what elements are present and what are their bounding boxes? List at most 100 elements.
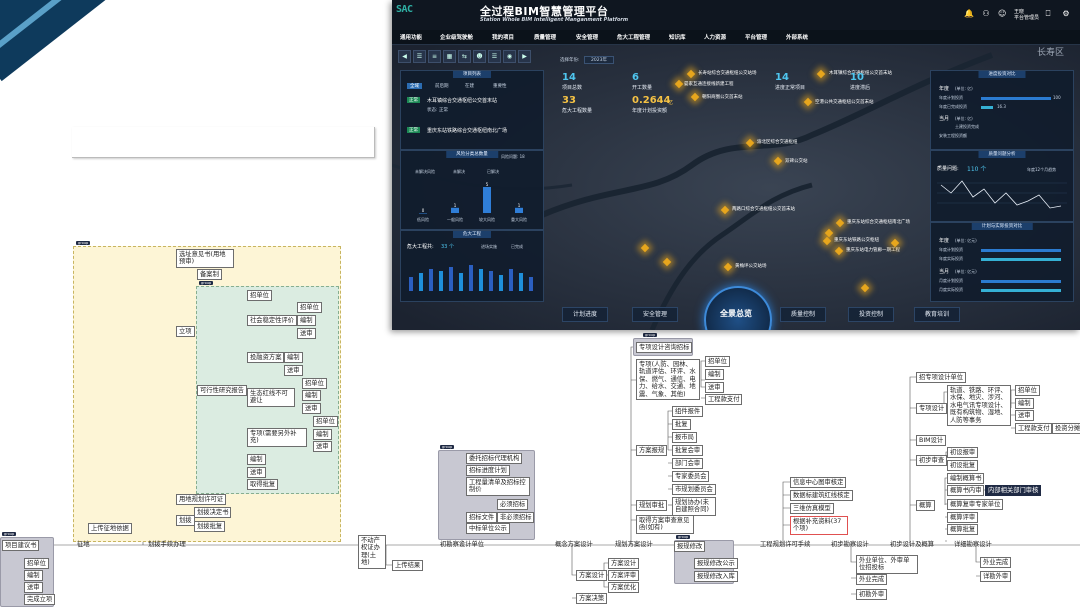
year-select[interactable]: 2023年 <box>584 56 614 64</box>
mindmap-node[interactable]: 编制 <box>247 454 266 466</box>
mindmap-node[interactable]: 送审 <box>284 365 303 377</box>
mindmap-node[interactable]: 送审 <box>297 328 316 340</box>
mindmap-node[interactable]: 委托招标代理机构 <box>466 453 523 465</box>
mindmap-node[interactable]: 招单位 <box>247 290 272 302</box>
mindmap-node[interactable]: 用地规划许可证 <box>176 494 227 506</box>
project-name[interactable]: 重庆东站铁路综合交通枢纽南北广场 <box>427 128 508 134</box>
mindmap-node[interactable]: 投融资方案 <box>247 352 285 364</box>
mindmap-node[interactable]: 初步审查 <box>916 455 948 467</box>
mindmap-node[interactable]: 送审 <box>705 382 724 394</box>
mindmap-node[interactable]: 概算批复 <box>947 524 979 536</box>
mindmap-node[interactable]: BIM设计 <box>916 435 947 447</box>
mindmap-node-detail-survey[interactable]: 详细勘察设计 <box>954 541 992 548</box>
mindmap-node[interactable]: 取得方案审查意见函(如有) <box>636 515 694 534</box>
mindmap-node[interactable]: 方案设计 <box>576 570 608 582</box>
mindmap-node[interactable]: 报市局 <box>672 432 697 444</box>
mindmap-node[interactable]: 方案评审 <box>608 570 640 582</box>
mindmap-node[interactable]: 初设报审 <box>947 447 979 459</box>
project-tab[interactable]: 全域 <box>407 83 422 89</box>
mindmap-node[interactable]: 规划协办(未自建照合同) <box>672 497 716 516</box>
monitor-icon[interactable]: ⎕ <box>1045 9 1051 18</box>
mindmap-node[interactable]: 招标文件 <box>466 512 498 524</box>
mindmap-node[interactable]: 方案优化 <box>608 582 640 594</box>
back-icon[interactable]: ◀ <box>398 50 411 63</box>
nav-tab[interactable]: 计划进度 <box>562 307 609 322</box>
filter-icon[interactable]: ⇆ <box>458 50 471 63</box>
layers-icon[interactable]: ☰ <box>413 50 426 63</box>
project-tab[interactable]: 在建 <box>465 84 474 89</box>
mindmap-node[interactable]: 送审 <box>247 467 266 479</box>
mindmap-node[interactable]: 必须招标 <box>497 499 529 511</box>
mindmap-node-concept[interactable]: 概念方案设计 <box>555 541 593 548</box>
mindmap-node[interactable]: 初勘外审 <box>856 589 888 601</box>
mindmap-node[interactable]: 报规修改入库 <box>694 571 738 583</box>
mindmap-node[interactable]: 工程款支付 <box>705 394 743 406</box>
mindmap-node[interactable]: 招单位 <box>1015 385 1040 397</box>
mindmap-node[interactable]: 备案制 <box>197 269 222 281</box>
mindmap-node[interactable]: 专项(需要另外补充) <box>247 428 307 447</box>
mindmap-node-survey-bid[interactable]: 初勘察设计单位 <box>440 541 485 548</box>
mindmap-node[interactable]: 外业单位、外审单位招投标 <box>856 555 918 574</box>
menu-icon[interactable]: ☰ <box>488 50 501 63</box>
mindmap-node[interactable]: 可行性研究报告 <box>197 385 248 397</box>
mindmap-node[interactable]: 送审 <box>1015 410 1034 422</box>
mindmap-node[interactable]: 上传结果 <box>392 560 424 572</box>
mindmap-node[interactable]: 报规修改 <box>674 541 706 553</box>
mindmap-node[interactable]: 方案设计 <box>608 558 640 570</box>
menu-item[interactable]: 人力资源 <box>704 35 727 41</box>
mindmap-node[interactable]: 完成立项 <box>24 594 56 606</box>
mindmap-node[interactable]: 概算 <box>916 500 935 512</box>
mindmap-node[interactable]: 三维仿真模型 <box>790 503 834 515</box>
mindmap-root[interactable]: 项目建议书 <box>2 540 40 552</box>
mindmap-node[interactable]: 报规修改公示 <box>694 558 738 570</box>
settings-icon[interactable]: ⚙ <box>1062 9 1070 18</box>
mindmap-node[interactable]: 中标单位公示 <box>466 523 510 535</box>
menu-item[interactable]: 质量管理 <box>534 35 557 41</box>
mindmap-node[interactable]: 选址意见书(用地预审) <box>176 249 234 268</box>
mindmap-node-callout[interactable]: 内部相关部门审核 <box>985 485 1042 497</box>
menu-item[interactable]: 企业级驾驶舱 <box>440 35 474 41</box>
mindmap-node-land[interactable]: 征地 <box>77 541 90 548</box>
mindmap-node[interactable]: 外业完成 <box>856 574 888 586</box>
mindmap-node-prelim-survey[interactable]: 初步勘察设计 <box>831 541 869 548</box>
mindmap-node[interactable]: 批复 <box>672 419 691 431</box>
mindmap-node[interactable]: 专家委员会 <box>672 471 710 483</box>
mindmap-node[interactable]: 轨道、铁路、环评、水保、地灾、涉河、水电气讯专项设计、既有构筑物、湿地、人防等事… <box>947 385 1011 427</box>
menu-item[interactable]: 安全管理 <box>576 35 599 41</box>
mindmap-node[interactable]: 专项设计 <box>916 403 948 415</box>
user-icon[interactable]: ☻ <box>473 50 486 63</box>
mindmap-node[interactable]: 规划审批 <box>636 500 668 512</box>
mindmap-node[interactable]: 招专项设计单位 <box>916 372 967 384</box>
mindmap-node[interactable]: 专项(人防、园林、轨道评估、环评、水保、燃气、通信、电力、给水、交通、地震、气象… <box>636 359 700 401</box>
mindmap-node[interactable]: 概算评审 <box>947 512 979 524</box>
nav-tab[interactable]: 质量控制 <box>780 307 827 322</box>
mindmap-node[interactable]: 立项 <box>176 326 195 338</box>
mindmap-node[interactable]: 初设批复 <box>947 460 979 472</box>
menu-item[interactable]: 通用功能 <box>400 35 423 41</box>
mindmap-node[interactable]: 招单位 <box>302 378 327 390</box>
user-info[interactable]: 王晓 平台管理员 <box>1014 9 1039 21</box>
project-name[interactable]: 木耳镇综合交通枢纽公交首末站 <box>427 98 498 104</box>
mindmap-node[interactable]: 批复会审 <box>672 445 704 457</box>
mindmap-node[interactable]: 专项设计咨询招标 <box>636 342 693 354</box>
mindmap-node[interactable]: 编制 <box>24 570 43 582</box>
mindmap-node-allocation[interactable]: 划拨手续办理 <box>148 541 186 548</box>
mindmap-node[interactable]: 送审 <box>313 441 332 453</box>
nav-tab[interactable]: 教育培训 <box>914 307 961 322</box>
mindmap-node[interactable]: 数据标建筑红线核定 <box>790 490 853 502</box>
mindmap-node[interactable]: 外业完成 <box>980 557 1012 569</box>
mindmap-node[interactable]: 取得批复 <box>247 479 279 491</box>
mindmap-node[interactable]: 根据补充资料(37个项) <box>790 516 848 535</box>
mindmap-node[interactable]: 概算书内审 <box>947 485 985 497</box>
menu-item[interactable]: 危大工程管理 <box>617 35 651 41</box>
mindmap-node[interactable]: 方案报规 <box>636 445 668 457</box>
nav-tab[interactable]: 投资控制 <box>848 307 895 322</box>
mindmap-node-plan[interactable]: 规划方案设计 <box>615 541 653 548</box>
mindmap-node[interactable]: 送审 <box>302 403 321 415</box>
menu-item[interactable]: 外部系统 <box>786 35 809 41</box>
mindmap-node[interactable]: 编制 <box>302 390 321 402</box>
mindmap-node[interactable]: 市规划委员会 <box>672 484 716 496</box>
nav-tab[interactable]: 安全管理 <box>632 307 679 322</box>
mindmap-node[interactable]: 工程款支付 <box>1015 423 1053 435</box>
grid-icon[interactable]: ▦ <box>443 50 456 63</box>
